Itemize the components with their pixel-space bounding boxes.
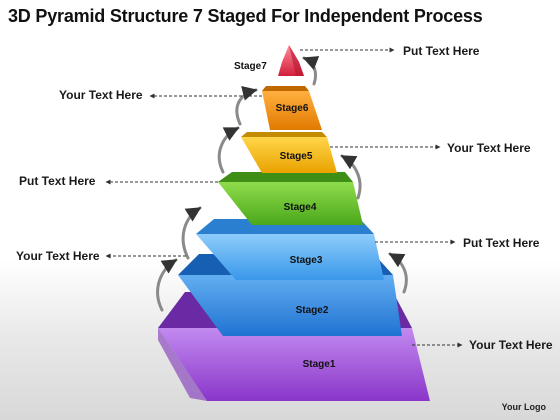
stage2-label: Stage2 [296, 305, 329, 316]
stage5-label: Stage5 [280, 151, 313, 162]
logo-text: Your Logo [501, 402, 546, 412]
callout-text-stage7: Put Text Here [403, 44, 480, 58]
stage7-label: Stage7 [234, 61, 267, 72]
stage2-front-face [178, 275, 402, 336]
callout-text-stage3-left: Your Text Here [16, 249, 100, 263]
stage4-label: Stage4 [284, 202, 317, 213]
stage5-top-face [241, 132, 327, 137]
curved-arrow-icon [217, 126, 240, 174]
stage5-block: Stage5 [241, 132, 337, 173]
curved-arrow-icon [181, 206, 202, 260]
stage6-front-face [262, 91, 322, 130]
curved-arrow-icon [235, 86, 258, 126]
callout-text-stage6: Your Text Here [59, 88, 143, 102]
stage6-top-face [262, 86, 309, 91]
stage4-front-face [218, 182, 363, 225]
stage3-block: Stage3 [196, 219, 384, 280]
callout-text-stage1: Your Text Here [469, 338, 553, 352]
stage5-front-face [241, 137, 337, 173]
callout-text-stage5: Your Text Here [447, 141, 531, 155]
curved-arrow-icon [388, 252, 408, 294]
stage3-label: Stage3 [290, 255, 323, 266]
page-title: 3D Pyramid Structure 7 Staged For Indepe… [8, 6, 483, 26]
stage1-left-face [158, 328, 207, 401]
stage4-block: Stage4 [218, 172, 363, 225]
callout-text-stage4: Put Text Here [19, 174, 96, 188]
stage1-label: Stage1 [303, 359, 336, 370]
curved-arrow-icon [340, 154, 362, 200]
stage4-top-face [218, 172, 353, 182]
stage7-block [278, 45, 304, 76]
stage7-side [289, 45, 304, 76]
curved-arrow-icon [156, 258, 178, 312]
curved-arrow-icon [302, 56, 320, 86]
stage6-label: Stage6 [276, 103, 309, 114]
stage3-front-face [196, 234, 384, 280]
callout-text-stage3-right: Put Text Here [463, 236, 540, 250]
stage6-block: Stage6 [262, 86, 322, 130]
stage1-front-face [158, 328, 430, 401]
